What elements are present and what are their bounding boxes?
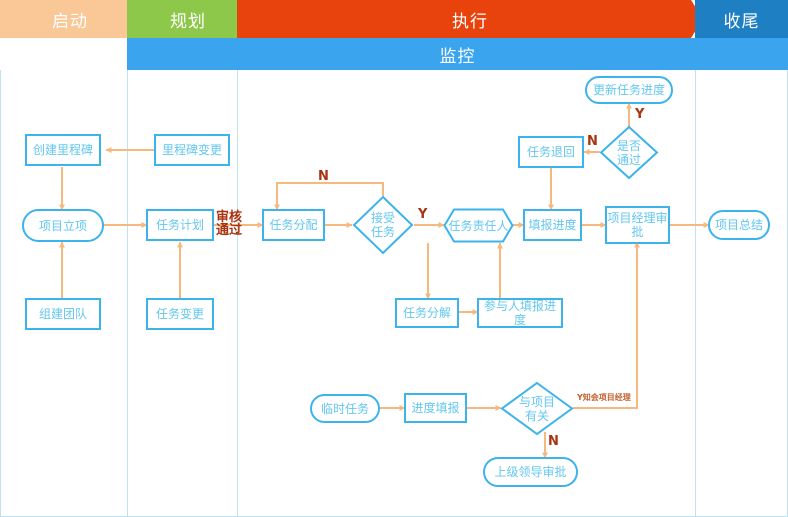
node-project-summary[interactable]: 项目总结 <box>708 210 770 240</box>
node-milestone-change[interactable]: 里程碑变更 <box>154 134 230 166</box>
node-related-to-project[interactable]: 与项目 有关 <box>500 381 574 436</box>
node-task-owner-label: 任务责任人 <box>448 219 509 233</box>
node-task-assign[interactable]: 任务分配 <box>262 209 325 241</box>
phase-planning: 规划 <box>127 0 249 38</box>
swimlane-grid <box>0 70 788 517</box>
edge-label-review-pass: 审核通过 <box>215 210 242 238</box>
node-related-to-project-label: 与项目 有关 <box>518 394 555 423</box>
node-accept-task-label: 接受 任务 <box>370 211 395 239</box>
edge-label-pass-yes: Y <box>635 107 645 122</box>
edge-label-related-yes: Y知会项目经理 <box>577 393 631 402</box>
node-task-owner[interactable]: 任务责任人 <box>443 208 514 243</box>
node-fill-progress[interactable]: 填报进度 <box>523 209 582 241</box>
edge-label-accept-yes: Y <box>418 207 428 222</box>
phase-startup: 启动 <box>0 0 140 38</box>
phase-closing-label: 收尾 <box>723 11 760 32</box>
phase-execution: 执行 <box>237 0 703 38</box>
node-pm-approval[interactable]: 项目经理审批 <box>605 206 670 244</box>
lane-divider-2 <box>237 70 238 517</box>
node-update-progress[interactable]: 更新任务进度 <box>585 76 673 104</box>
node-progress-report[interactable]: 进度填报 <box>404 393 467 423</box>
node-temp-task[interactable]: 临时任务 <box>310 394 380 423</box>
phase-planning-label: 规划 <box>170 11 206 32</box>
edge-label-related-no: N <box>548 434 559 449</box>
node-leader-approval[interactable]: 上级领导审批 <box>483 457 578 487</box>
monitor-bar: 监控 <box>127 38 788 70</box>
node-accept-task[interactable]: 接受 任务 <box>352 195 414 255</box>
edge-label-pass-no: N <box>587 134 598 149</box>
phase-startup-label: 启动 <box>52 11 88 32</box>
lane-divider-1 <box>127 70 128 517</box>
phase-closing: 收尾 <box>695 0 788 38</box>
lane-border-left <box>0 70 1 517</box>
phase-execution-label: 执行 <box>452 11 488 32</box>
node-task-plan[interactable]: 任务计划 <box>146 209 214 241</box>
phase-banner: 启动 规划 执行 收尾 <box>0 0 788 38</box>
node-task-change[interactable]: 任务变更 <box>146 298 214 330</box>
node-task-return[interactable]: 任务退回 <box>518 136 584 168</box>
node-project-initiation[interactable]: 项目立项 <box>22 209 104 242</box>
node-build-team[interactable]: 组建团队 <box>25 298 101 330</box>
lane-divider-3 <box>695 70 696 517</box>
edge-label-reject-loop: N <box>318 169 329 184</box>
node-is-pass[interactable]: 是否 通过 <box>599 125 659 180</box>
node-task-decompose[interactable]: 任务分解 <box>395 298 459 328</box>
node-is-pass-label: 是否 通过 <box>616 138 641 167</box>
node-participant-report[interactable]: 参与人填报进度 <box>477 298 563 328</box>
node-create-milestone[interactable]: 创建里程碑 <box>25 134 101 166</box>
